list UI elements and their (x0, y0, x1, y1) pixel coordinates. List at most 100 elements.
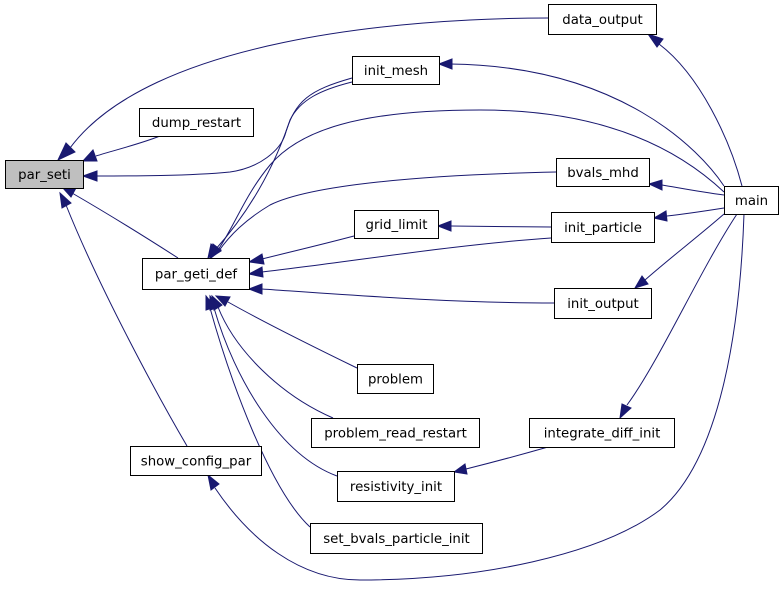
edge-bvals-mhd-to-main (647, 179, 725, 196)
node-par-seti[interactable]: par_seti (5, 160, 84, 189)
node-label: par_seti (18, 168, 71, 183)
edge-show-config-par-to-main (207, 213, 745, 581)
arrowhead-icon (59, 191, 72, 209)
node-box[interactable] (554, 288, 652, 319)
edge-line (465, 446, 549, 470)
edge-line (95, 135, 161, 157)
edge-par-geti-def-to-init-output (247, 283, 555, 304)
node-dump-restart[interactable]: dump_restart (139, 108, 254, 137)
edge-par-geti-def-to-problem (214, 295, 358, 369)
node-box[interactable] (724, 186, 779, 215)
arrowhead-icon (209, 244, 222, 260)
arrowhead-icon (207, 473, 220, 491)
edge-init-mesh-to-main (437, 58, 725, 187)
node-box[interactable] (311, 418, 480, 448)
arrowhead-icon (646, 33, 664, 48)
node-box[interactable] (548, 4, 657, 35)
arrowhead-icon (205, 294, 216, 311)
arrowhead-icon (247, 253, 265, 265)
edge-resistivity-init-to-integrate-diff-init (452, 446, 549, 475)
edge-par-geti-def-to-grid-limit (247, 235, 355, 265)
node-init-mesh[interactable]: init_mesh (352, 56, 440, 85)
edge-line (217, 109, 725, 251)
edge-init-output-to-main (633, 213, 725, 289)
node-integrate-diff-init[interactable]: integrate_diff_init (529, 418, 675, 448)
node-box[interactable] (310, 523, 483, 554)
edge-line (261, 288, 555, 304)
edge-line (227, 301, 358, 369)
node-init-output[interactable]: init_output (554, 288, 652, 319)
edge-par-geti-def-to-init-particle (247, 237, 552, 278)
edge-line (65, 204, 188, 447)
edge-line (666, 207, 725, 217)
edge-data-output-to-main (646, 33, 743, 187)
edge-grid-limit-to-init-particle (436, 220, 552, 232)
node-label: data_output (562, 13, 642, 28)
node-problem-read-restart[interactable]: problem_read_restart (311, 418, 480, 448)
node-init-particle[interactable]: init_particle (551, 212, 655, 243)
node-box[interactable] (5, 160, 84, 189)
node-label: init_output (567, 297, 639, 312)
node-label: grid_limit (366, 218, 428, 233)
edge-line (214, 81, 353, 251)
arrowhead-icon (214, 295, 231, 307)
arrowhead-icon (619, 403, 632, 420)
edge-init-particle-to-main (652, 207, 725, 222)
edge-par-seti-to-data-output (56, 17, 549, 162)
node-label: main (735, 194, 768, 209)
arrowhead-icon (633, 275, 649, 289)
edge-line (626, 213, 738, 406)
edge-par-geti-def-to-bvals-mhd (209, 171, 557, 260)
edge-line (261, 237, 552, 273)
node-box[interactable] (139, 108, 254, 137)
edge-layer (56, 17, 745, 581)
node-show-config-par[interactable]: show_config_par (130, 446, 262, 476)
arrowhead-icon (436, 220, 452, 232)
node-label: set_bvals_particle_init (323, 532, 470, 547)
arrowhead-icon (81, 170, 98, 182)
node-box[interactable] (556, 158, 650, 187)
edge-line (661, 184, 725, 196)
edge-line (217, 171, 557, 253)
edge-par-geti-def-to-set-bvals-particle-init (205, 294, 311, 528)
node-layer: par_seti data_output init_mesh dump_restart… (5, 4, 779, 554)
arrowhead-icon (56, 142, 76, 162)
node-box[interactable] (529, 418, 675, 448)
arrowhead-icon (647, 179, 663, 191)
node-box[interactable] (130, 446, 262, 476)
arrowhead-icon (452, 463, 468, 475)
node-label: show_config_par (141, 455, 252, 470)
node-label: init_particle (564, 221, 642, 236)
node-label: resistivity_init (350, 480, 442, 495)
edge-line (209, 307, 311, 528)
edge-line (213, 307, 338, 477)
edge-line (644, 213, 725, 281)
node-par-geti-def[interactable]: par_geti_def (142, 258, 250, 290)
node-box[interactable] (354, 210, 439, 239)
node-box[interactable] (337, 471, 455, 502)
edge-line (658, 43, 743, 187)
node-label: par_geti_def (155, 268, 238, 283)
node-data-output[interactable]: data_output (548, 4, 657, 35)
edge-par-seti-to-init-mesh (81, 77, 353, 182)
edge-line (449, 63, 725, 187)
node-box[interactable] (352, 56, 440, 85)
node-box[interactable] (142, 258, 250, 290)
arrowhead-icon (437, 58, 453, 70)
node-box[interactable] (357, 364, 434, 394)
node-main[interactable]: main (724, 186, 779, 215)
node-set-bvals-particle-init[interactable]: set_bvals_particle_init (310, 523, 483, 554)
node-box[interactable] (551, 212, 655, 243)
arrowhead-icon (247, 283, 263, 295)
edge-line (214, 213, 745, 581)
node-bvals-mhd[interactable]: bvals_mhd (556, 158, 650, 187)
node-problem[interactable]: problem (357, 364, 434, 394)
node-resistivity-init[interactable]: resistivity_init (337, 471, 455, 502)
edge-line (217, 306, 334, 419)
edge-par-seti-to-par-geti-def (60, 186, 179, 259)
edge-integrate-diff-init-to-main (619, 213, 738, 420)
edge-line (71, 192, 179, 259)
edge-line (261, 235, 355, 260)
node-grid-limit[interactable]: grid_limit (354, 210, 439, 239)
